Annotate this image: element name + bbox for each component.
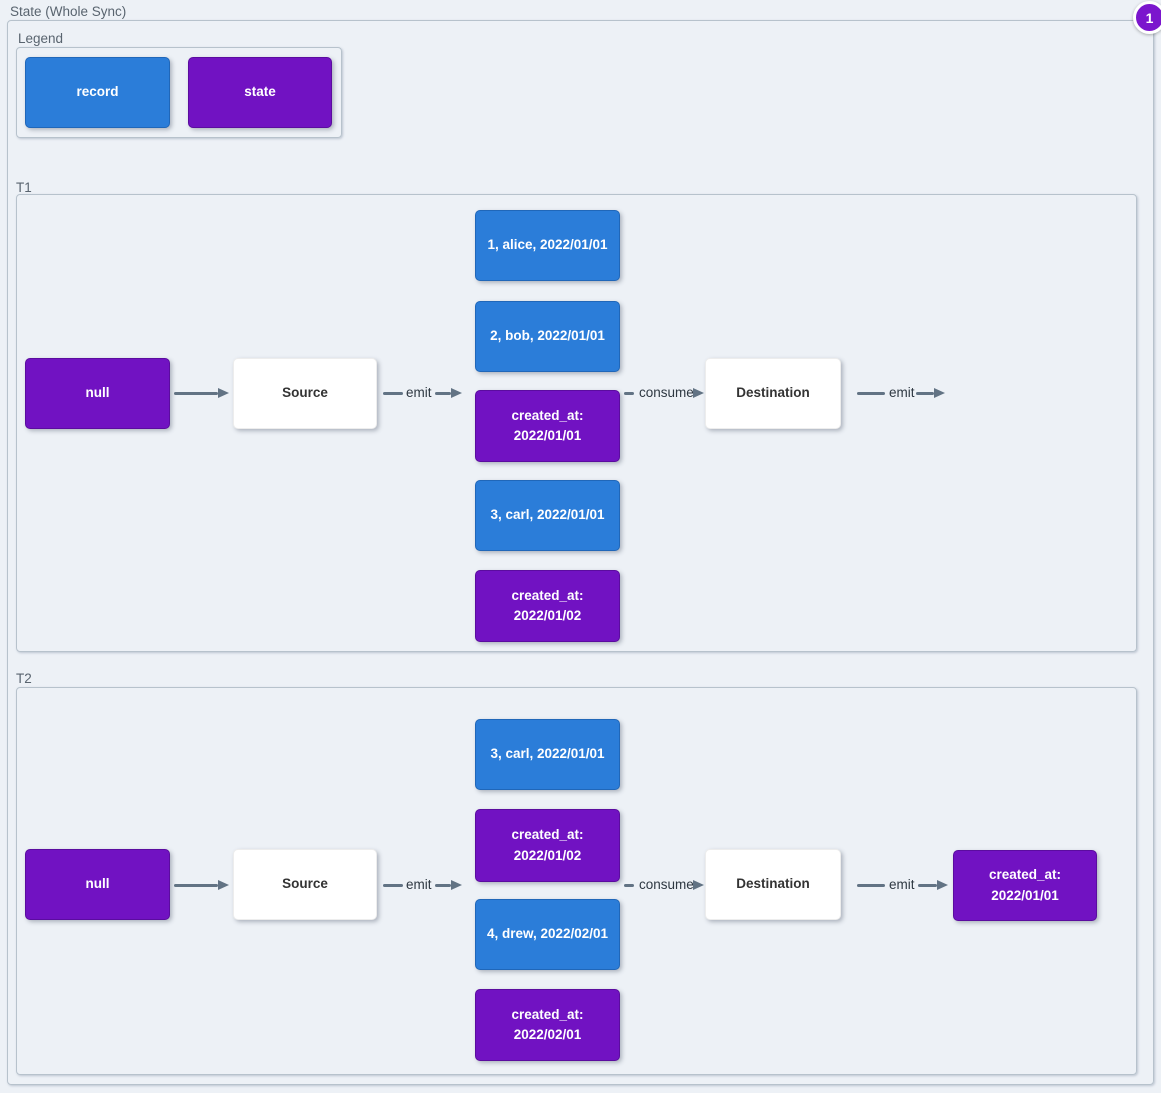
edge-label-emit-out-t1: emit: [406, 385, 432, 400]
edge-null-to-source-t2: [174, 884, 218, 887]
t1-group: [16, 194, 1137, 652]
source-node-t2: Source: [233, 849, 377, 920]
group-label-state-whole-sync: State (Whole Sync): [10, 4, 127, 19]
record-node-t2-carl: 3, carl, 2022/01/01: [475, 719, 620, 790]
final-state-node-t2: created_at: 2022/01/01: [953, 850, 1097, 921]
edge-source-emit-t1: [383, 392, 403, 395]
annotation-badge-1[interactable]: 1: [1133, 1, 1161, 34]
destination-node-t1: Destination: [705, 358, 841, 429]
arrowhead-consume-t2: [693, 880, 704, 890]
edge-label-emit-final-t1: emit: [889, 385, 915, 400]
record-node-t1-alice: 1, alice, 2022/01/01: [475, 210, 620, 281]
edge-dest-emit-t2: [857, 884, 885, 887]
arrowhead-consume-t1: [693, 388, 704, 398]
legend-group: [16, 47, 342, 138]
state-node-t1-0101: created_at: 2022/01/01: [475, 390, 620, 462]
legend-state-node: state: [188, 57, 332, 128]
edge-consume-t2: [624, 884, 634, 887]
arrowhead-null-to-source-t1: [218, 388, 229, 398]
arrowhead-dest-emit-t2: [937, 880, 948, 890]
group-label-legend: Legend: [18, 31, 64, 46]
edge-dest-emit-t1: [857, 392, 885, 395]
edge-label-emit-out-t2: emit: [406, 877, 432, 892]
edge-null-to-source-t1: [174, 392, 218, 395]
edge-label-emit-final-t2: emit: [889, 877, 915, 892]
edge-label-consume-t2: consume: [639, 877, 694, 892]
arrowhead-source-emit-t1: [451, 388, 462, 398]
null-node-t2: null: [25, 849, 170, 920]
record-node-t2-drew: 4, drew, 2022/02/01: [475, 899, 620, 970]
arrowhead-dest-emit-t1: [934, 388, 945, 398]
record-node-t1-bob: 2, bob, 2022/01/01: [475, 301, 620, 372]
edge-label-consume-t1: consume: [639, 385, 694, 400]
arrowhead-null-to-source-t2: [218, 880, 229, 890]
source-node-t1: Source: [233, 358, 377, 429]
arrowhead-source-emit-t2: [451, 880, 462, 890]
state-node-t1-0102: created_at: 2022/01/02: [475, 570, 620, 642]
state-whole-sync-group: [7, 20, 1154, 1085]
record-node-t1-carl: 3, carl, 2022/01/01: [475, 480, 620, 551]
state-node-t2-0102: created_at: 2022/01/02: [475, 809, 620, 882]
edge-source-emit-t1-b: [435, 392, 451, 395]
edge-dest-emit-t1-b: [916, 392, 934, 395]
edge-source-emit-t2-b: [435, 884, 451, 887]
legend-record-node: record: [25, 57, 170, 128]
state-node-t2-0201: created_at: 2022/02/01: [475, 989, 620, 1061]
group-label-t2: T2: [16, 671, 32, 686]
edge-consume-t1: [624, 392, 634, 395]
t2-group: [16, 687, 1137, 1075]
destination-node-t2: Destination: [705, 849, 841, 920]
null-node-t1: null: [25, 358, 170, 429]
edge-source-emit-t2: [383, 884, 403, 887]
group-label-t1: T1: [16, 180, 32, 195]
edge-dest-emit-t2-b: [918, 884, 937, 887]
